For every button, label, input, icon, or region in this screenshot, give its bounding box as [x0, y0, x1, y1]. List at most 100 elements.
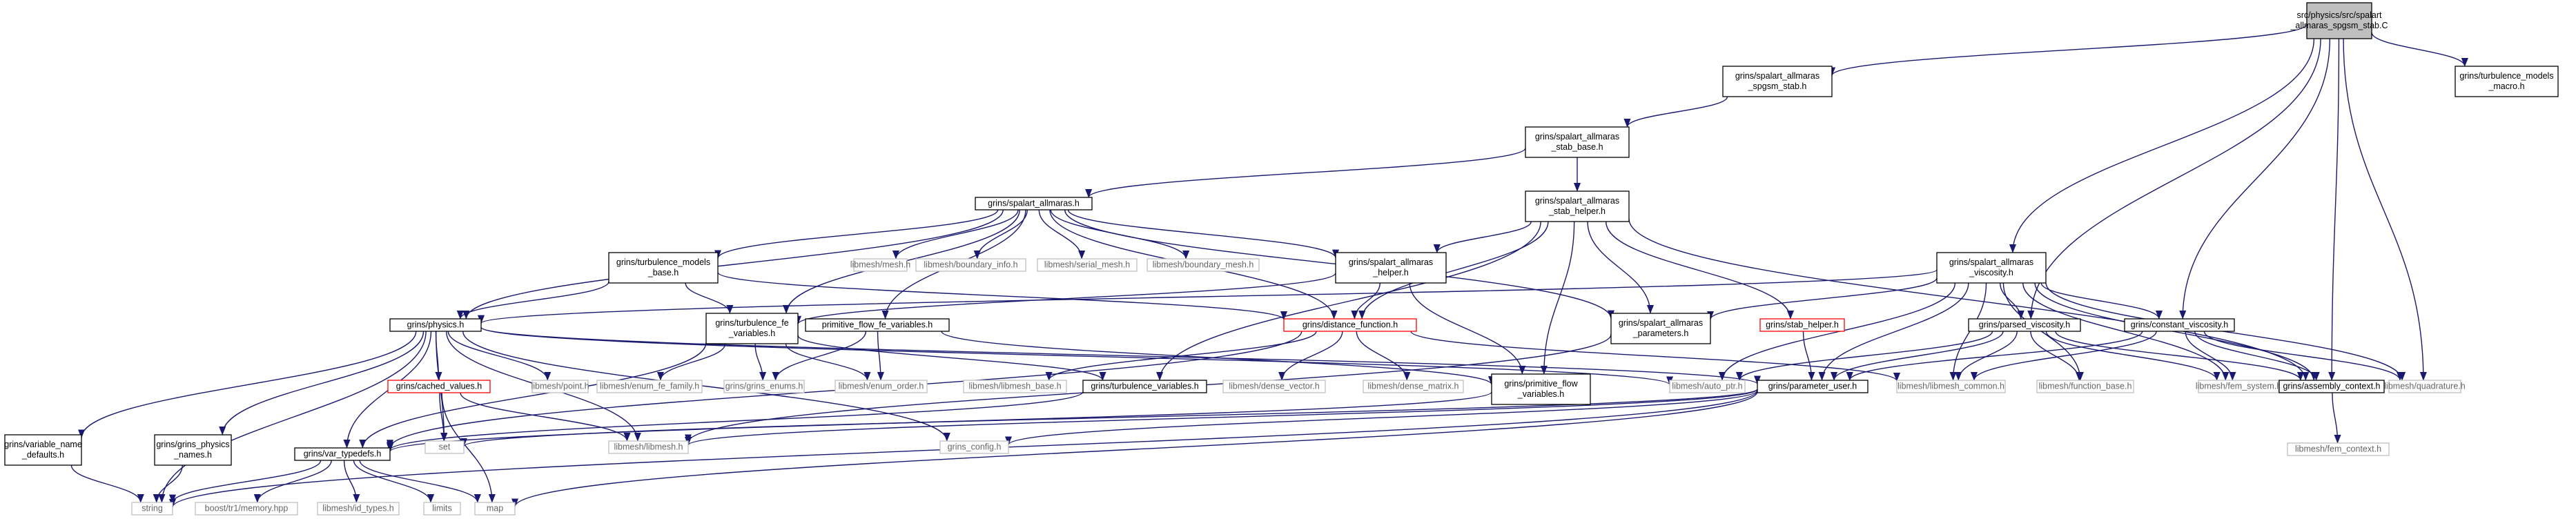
node-turb-fe-vars[interactable]: grins/turbulence_fe_variables.h: [705, 313, 799, 344]
node-box: [2388, 380, 2461, 393]
node-label: libmesh/fem_context.h: [2295, 444, 2381, 453]
node-boundary-mesh[interactable]: libmesh/boundary_mesh.h: [1146, 258, 1260, 272]
node-fem-system[interactable]: libmesh/fem_system.h: [2196, 380, 2281, 393]
node-label: libmesh/dense_matrix.h: [1367, 381, 1458, 391]
node-dense-vector[interactable]: libmesh/dense_vector.h: [1222, 380, 1326, 393]
node-box: [805, 318, 950, 332]
node-libmesh-base[interactable]: libmesh/libmesh_base.h: [963, 380, 1067, 393]
edge-turb_fe_vars-to-turb_vars: [797, 335, 1106, 381]
edge-root-to-parsed_viscosity: [2027, 38, 2321, 320]
node-turb-macro[interactable]: grins/turbulence_models_macro.h: [2455, 66, 2559, 97]
node-turb-vars[interactable]: grins/turbulence_variables.h: [1082, 380, 1207, 393]
node-enum-fe-family[interactable]: libmesh/enum_fe_family.h: [596, 380, 703, 393]
node-fem-context[interactable]: libmesh/fem_context.h: [2287, 442, 2390, 456]
node-stab-base[interactable]: grins/spalart_allmaras_stab_base.h: [1525, 126, 1630, 158]
node-box: [1283, 318, 1417, 332]
node-point-h[interactable]: libmesh/point.h: [531, 380, 589, 393]
node-dense-matrix[interactable]: libmesh/dense_matrix.h: [1363, 380, 1464, 393]
edge-turb_models_base-to-physics_h: [456, 281, 609, 320]
node-stab-helper[interactable]: grins/spalart_allmaras_stab_helper.h: [1525, 190, 1630, 222]
node-sa-h[interactable]: grins/spalart_allmaras.h: [975, 197, 1093, 210]
node-box: [1669, 380, 1746, 393]
edge-var_typedefs-to-id_types: [343, 460, 360, 503]
node-physics-h[interactable]: grins/physics.h: [389, 318, 482, 332]
edge-parsed_viscosity-to-function_base: [2030, 331, 2083, 381]
node-id-types[interactable]: libmesh/id_types.h: [317, 502, 400, 516]
node-grins-enums[interactable]: grins/grins_enums.h: [723, 380, 805, 393]
node-limits[interactable]: limits: [423, 502, 461, 516]
node-box: [2306, 2, 2372, 39]
edge-sa_h-to-serial_mesh: [1038, 209, 1086, 260]
edge-stab_helper-to-prim_flow_vars: [1540, 221, 1575, 375]
node-label: grins/spalart_allmaras.h: [988, 198, 1080, 208]
node-box: [294, 447, 391, 461]
node-label: set: [439, 442, 451, 451]
node-turb-models-base[interactable]: grins/turbulence_models_base.h: [608, 252, 719, 284]
node-cached-values[interactable]: grins/cached_values.h: [387, 380, 491, 393]
node-assembly-context[interactable]: grins/assembly_context.h: [2279, 380, 2385, 393]
node-sa-parameters[interactable]: grins/spalart_allmaras_parameters.h: [1610, 313, 1711, 344]
node-spgsm-h[interactable]: grins/spalart_allmaras_spgsm_stab.h: [1722, 66, 1833, 97]
node-serial-mesh[interactable]: libmesh/serial_mesh.h: [1037, 258, 1138, 272]
node-var-typedefs[interactable]: grins/var_typedefs.h: [294, 447, 391, 461]
edge-sa_h-to-sa_helper: [1067, 209, 1339, 259]
node-function-base[interactable]: libmesh/function_base.h: [2036, 380, 2134, 393]
edge-sa_viscosity-to-constant_viscosity: [2040, 282, 2163, 320]
edge-param_user-to-map: [511, 391, 1758, 507]
node-box: [2198, 380, 2279, 393]
node-label: src/physics/src/spalart: [2297, 10, 2382, 20]
node-param-user[interactable]: grins/parameter_user.h: [1757, 380, 1868, 393]
edge-physics_h-to-string: [158, 331, 427, 503]
edge-constant_viscosity-to-fem_system: [2185, 331, 2236, 381]
edge-var_typedefs-to-limits: [353, 460, 435, 503]
node-quadrature[interactable]: libmesh/quadrature.h: [2384, 380, 2466, 393]
node-constant-viscosity[interactable]: grins/constant_viscosity.h: [2124, 318, 2235, 332]
node-sa-viscosity[interactable]: grins/spalart_allmaras_viscosity.h: [1936, 252, 2047, 284]
node-libmesh-h[interactable]: libmesh/libmesh.h: [608, 440, 689, 454]
edge-parsed_viscosity-to-auto_ptr: [1736, 331, 1993, 381]
node-map[interactable]: map: [474, 502, 516, 516]
node-box: [853, 258, 908, 272]
edge-sa_viscosity-to-param_user: [1818, 282, 1969, 381]
edge-turb_fe_vars-to-enum_fe_family: [656, 343, 726, 381]
node-label: libmesh/dense_vector.h: [1229, 381, 1319, 391]
edge-stab_helper_h-to-param_user: [1802, 331, 1815, 381]
node-box: [2455, 66, 2559, 97]
node-sa-helper[interactable]: grins/spalart_allmaras_helper.h: [1335, 252, 1447, 284]
node-auto-ptr[interactable]: libmesh/auto_ptr.h: [1669, 380, 1746, 393]
node-box: [1896, 380, 2006, 393]
node-label: grins/assembly_context.h: [2283, 381, 2380, 391]
edge-physics_h-to-grins_config: [462, 331, 950, 442]
node-enum-order[interactable]: libmesh/enum_order.h: [835, 380, 928, 393]
node-prim-flow-vars[interactable]: grins/primitive_flow_variables.h: [1491, 373, 1591, 405]
edge-turb_fe_vars-to-var_typedefs: [359, 342, 707, 449]
node-box: [425, 440, 465, 454]
node-box: [1222, 380, 1326, 393]
node-parsed-viscosity[interactable]: grins/parsed_viscosity.h: [1968, 318, 2081, 332]
node-set[interactable]: set: [425, 440, 465, 454]
node-label: grins/stab_helper.h: [1766, 320, 1839, 329]
node-libmesh-common[interactable]: libmesh/libmesh_common.h: [1896, 380, 2006, 393]
edge-root-to-turb_macro: [2371, 32, 2468, 67]
edge-distance_function-to-libmesh_base: [1045, 331, 1317, 381]
node-grins-physics-names[interactable]: grins/grins_physics_names.h: [154, 434, 232, 466]
node-string[interactable]: string: [131, 502, 173, 516]
node-stab-helper-h[interactable]: grins/stab_helper.h: [1759, 318, 1845, 332]
node-mesh-h[interactable]: libmesh/mesh.h: [850, 258, 911, 272]
node-label: _spgsm_stab.h: [1748, 81, 1807, 91]
edge-param_user-to-set: [460, 388, 1758, 447]
node-var-name-defaults[interactable]: grins/variable_name_defaults.h: [4, 434, 82, 466]
node-grins-config[interactable]: grins_config.h: [939, 440, 1009, 454]
edge-var_typedefs-to-string: [169, 460, 322, 504]
node-prim-flow-fe-vars[interactable]: primitive_flow_fe_variables.h: [805, 318, 950, 332]
node-boost-memory[interactable]: boost/tr1/memory.hpp: [195, 502, 298, 516]
edge-var_typedefs-to-boost_memory: [253, 460, 332, 503]
node-root[interactable]: src/physics/src/spalart_allmaras_spgsm_s…: [2290, 2, 2388, 39]
node-label: _parameters.h: [1632, 329, 1689, 338]
node-label: libmesh/boundary_info.h: [924, 260, 1017, 269]
node-distance-function[interactable]: grins/distance_function.h: [1283, 318, 1417, 332]
node-label: _variables.h: [728, 329, 775, 338]
node-boundary-info[interactable]: libmesh/boundary_info.h: [915, 258, 1026, 272]
edge-root-to-constant_viscosity: [2179, 38, 2331, 320]
node-label: grins/var_typedefs.h: [304, 449, 382, 458]
